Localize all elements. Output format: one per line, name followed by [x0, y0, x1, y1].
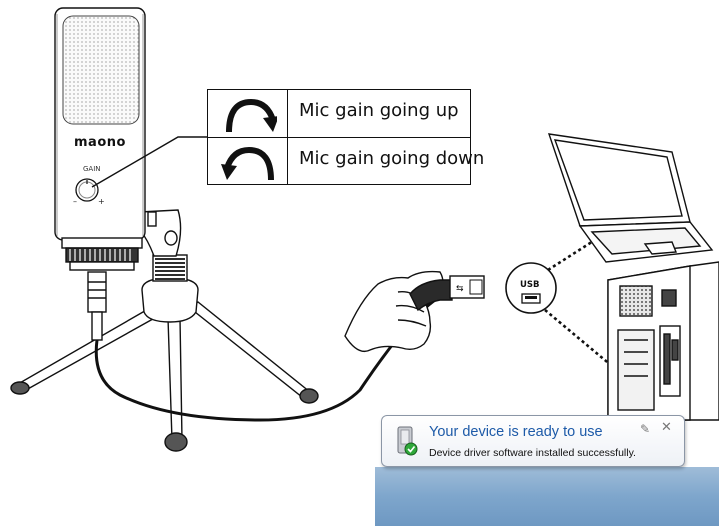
gain-min-label: – — [73, 197, 77, 206]
mic-brand-label: maono — [74, 135, 126, 150]
tripod-leg-right — [188, 301, 312, 398]
usb-port-badge — [505, 262, 557, 314]
dotted-link-laptop — [547, 236, 599, 272]
windows-taskbar — [375, 467, 719, 526]
notification-balloon[interactable]: Your device is ready to use Device drive… — [381, 415, 685, 467]
tripod-foot-right — [299, 388, 319, 404]
close-icon[interactable]: ✕ — [661, 420, 672, 435]
gain-knob-label: GAIN — [83, 165, 101, 173]
legend-label-down: Mic gain going down — [299, 148, 485, 169]
legend-row-down: Mic gain going down — [208, 138, 484, 185]
gain-max-label: + — [98, 197, 105, 206]
counterclockwise-arrow-icon — [208, 138, 288, 185]
legend-row-up: Mic gain going up — [208, 90, 470, 138]
legend-label-up: Mic gain going up — [299, 100, 459, 121]
usb-plug-mic — [87, 271, 107, 313]
tripod — [10, 209, 319, 452]
microphone — [54, 7, 146, 341]
tripod-foot-left — [10, 381, 30, 395]
notification-message: Device driver software installed success… — [429, 447, 636, 459]
gain-legend: Mic gain going up Mic gain going down — [207, 89, 484, 185]
tripod-leg-center — [167, 317, 183, 441]
pointer-line — [91, 136, 207, 188]
desktop-tower — [607, 261, 719, 421]
device-driver-icon — [397, 426, 418, 456]
clockwise-arrow-icon — [208, 90, 288, 137]
pin-icon[interactable]: ✎ — [640, 422, 651, 436]
usb-plug-hand: ⇆ — [409, 275, 485, 312]
usb-label: USB — [520, 280, 540, 290]
tripod-foot-center — [164, 432, 188, 452]
mic-grille — [62, 15, 140, 125]
tripod-leg-left — [16, 307, 162, 391]
tripod-hub — [141, 277, 199, 323]
notification-title: Your device is ready to use — [429, 424, 603, 440]
psu-vent — [619, 285, 653, 317]
mic-collar — [61, 237, 143, 249]
laptop — [547, 133, 714, 263]
svg-text:⇆: ⇆ — [456, 284, 464, 294]
